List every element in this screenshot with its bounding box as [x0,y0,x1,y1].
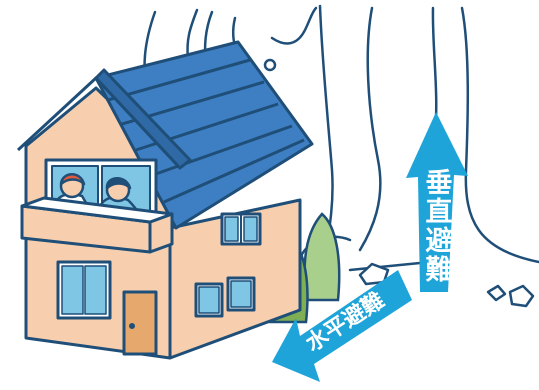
balcony-top [20,196,174,224]
pebble [263,58,277,72]
roof-fascia [94,68,192,170]
cliff-lines [143,4,539,272]
house [16,40,314,360]
door [122,290,158,356]
tree-light [303,212,341,302]
vertical-evacuation-arrow: 垂直避難 [406,112,468,292]
door-knob [129,323,135,329]
vertical-evacuation-label: 垂直避難 [421,168,453,284]
rocks [358,262,535,308]
